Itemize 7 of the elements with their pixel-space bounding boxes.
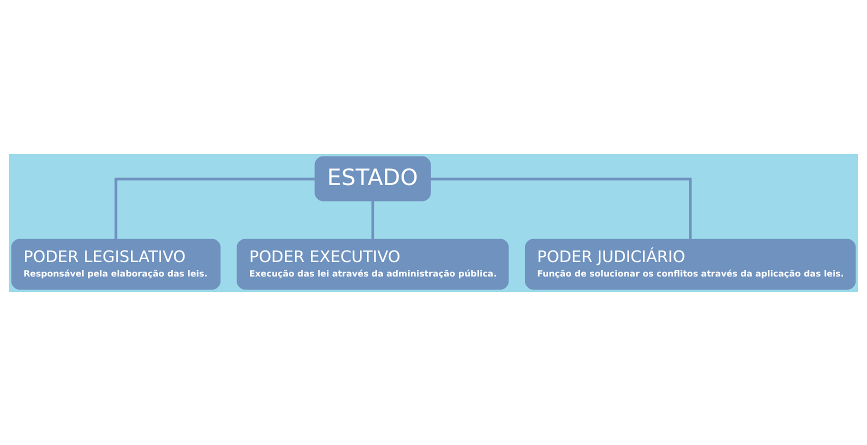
node-box: PODER JUDICIÁRIO Função de solucionar os conflitos através da aplicação das leis. bbox=[524, 238, 856, 290]
connector bbox=[371, 200, 374, 239]
connector bbox=[114, 177, 315, 239]
node-box: PODER EXECUTIVO Execução das lei através da administração pública. bbox=[236, 238, 509, 290]
connector bbox=[430, 177, 692, 239]
node-box: PODER LEGISLATIVO Responsável pela elaboração das leis. bbox=[11, 238, 221, 290]
node-box: ESTADO bbox=[314, 156, 431, 201]
